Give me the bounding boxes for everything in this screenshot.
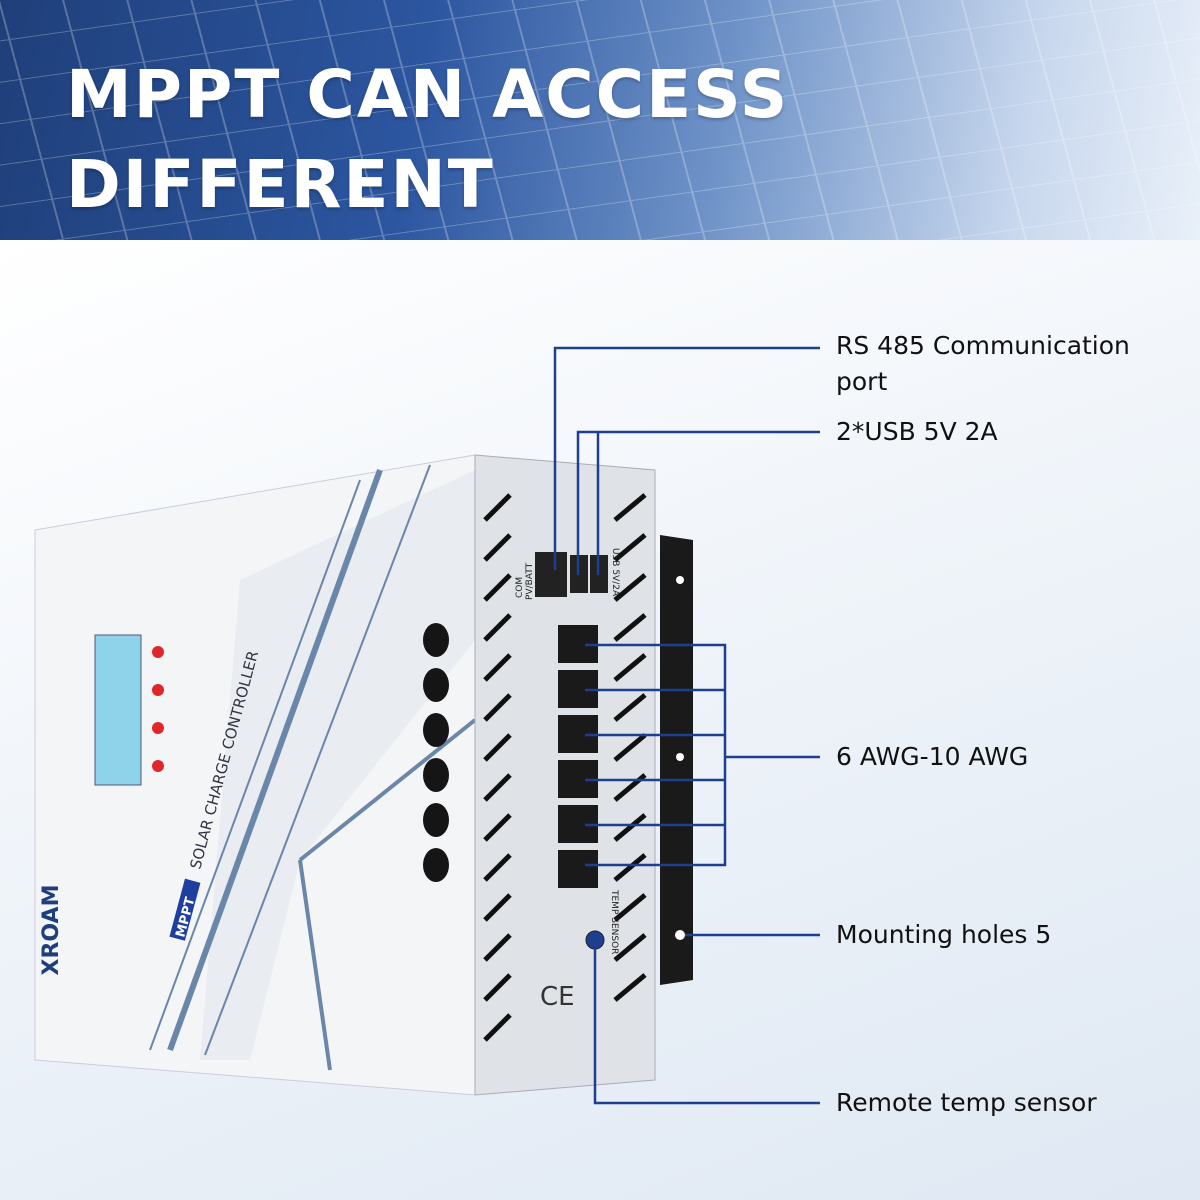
rs485-label: RS 485 Communication	[836, 331, 1130, 360]
temp-sensor-label: TEMP SENSOR	[609, 889, 619, 954]
solar-panel-background	[0, 0, 1200, 240]
callout-temp-sensor: Remote temp sensor	[836, 1088, 1097, 1117]
callout-awg: 6 AWG-10 AWG	[836, 742, 1029, 771]
title-line-2: CURRENT & VOLTAGE	[66, 230, 1200, 240]
port-label-pvbatt: PV/BATT	[525, 562, 535, 600]
brand-logo: XROAM	[39, 885, 64, 976]
red-indicator-buttons	[152, 646, 164, 772]
mounting-holes	[675, 576, 685, 940]
callout-lines	[553, 346, 820, 1105]
header-banner: MPPT CAN ACCESS DIFFERENT CURRENT & VOLT…	[0, 0, 1200, 240]
callout-usb: 2*USB 5V 2A	[836, 417, 998, 446]
port-label-usb: USB 5V/2A	[610, 548, 620, 597]
rs485-label-line2: port	[836, 367, 888, 396]
title-line-1: MPPT CAN ACCESS DIFFERENT	[66, 56, 790, 223]
callout-rs485: RS 485 Communication port	[836, 328, 1130, 400]
vent-slots	[483, 493, 647, 1042]
front-panel-pattern	[200, 470, 475, 1060]
port-label-com: COM	[515, 577, 525, 598]
page-title: MPPT CAN ACCESS DIFFERENT CURRENT & VOLT…	[66, 50, 1200, 240]
mounting-bracket	[660, 535, 693, 985]
lcd-display	[94, 634, 142, 786]
control-buttons	[423, 623, 449, 882]
callout-mounting-holes: Mounting holes 5	[836, 920, 1052, 949]
rs485-port	[535, 552, 567, 597]
ce-mark: CE	[540, 982, 575, 1012]
